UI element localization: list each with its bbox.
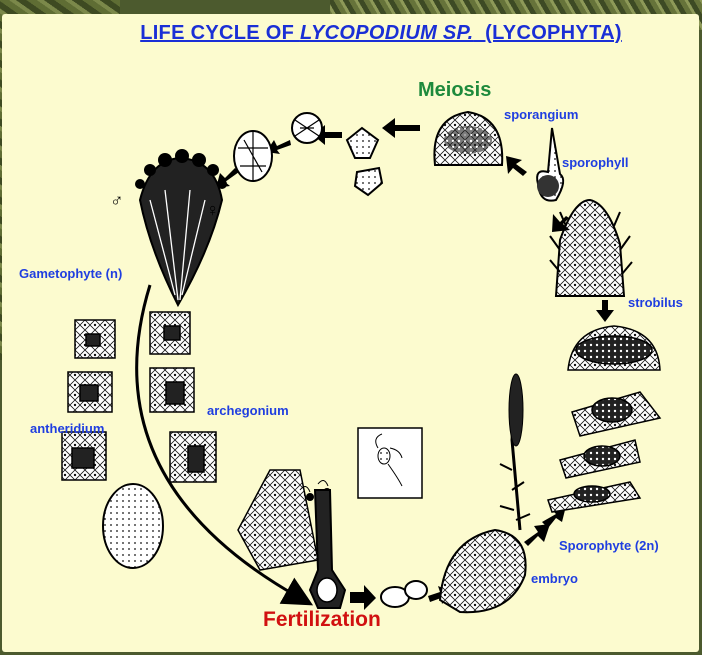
arrow-top-1: [382, 118, 420, 138]
sporophyll-label: sporophyll: [562, 155, 628, 170]
spore-germination-drawing: [234, 131, 272, 181]
gametophyte-drawing: [135, 149, 227, 305]
arrow-right-3: [596, 300, 614, 322]
meiosis-label: Meiosis: [418, 79, 491, 102]
strobilus-label: strobilus: [628, 295, 683, 310]
spore-tetrad-drawing: [347, 128, 382, 195]
antheridium-drawings: [62, 320, 163, 568]
sporophyte-section-drawings: [548, 326, 660, 512]
sporangium-drawing: [434, 112, 502, 165]
archegonium-label: archegonium: [207, 403, 289, 418]
fertilization-label: Fertilization: [263, 608, 381, 632]
arrow-bottom-1: [350, 585, 376, 610]
zygote-drawing: [381, 581, 427, 607]
strobilus-drawing: [550, 200, 632, 296]
gametophyte-label: Gametophyte (n): [19, 266, 122, 281]
embryo-drawing: [440, 530, 526, 612]
arrow-right-1: [524, 524, 550, 546]
archegonium-drawings: [150, 312, 318, 570]
arrow-right-5: [506, 156, 527, 176]
female-symbol: ♀: [206, 200, 220, 221]
sporangium-label: sporangium: [504, 107, 578, 122]
antheridium-label: antheridium: [30, 421, 104, 436]
embryo-label: embryo: [531, 571, 578, 586]
sporophyll-drawing: [537, 128, 563, 201]
spore-drawing-1: [292, 113, 322, 143]
sporophyte-label: Sporophyte (2n): [559, 538, 659, 553]
sperm-inset-box: [358, 428, 422, 498]
male-symbol: ♂: [110, 190, 124, 211]
young-sporophyte-drawing: [500, 374, 530, 530]
